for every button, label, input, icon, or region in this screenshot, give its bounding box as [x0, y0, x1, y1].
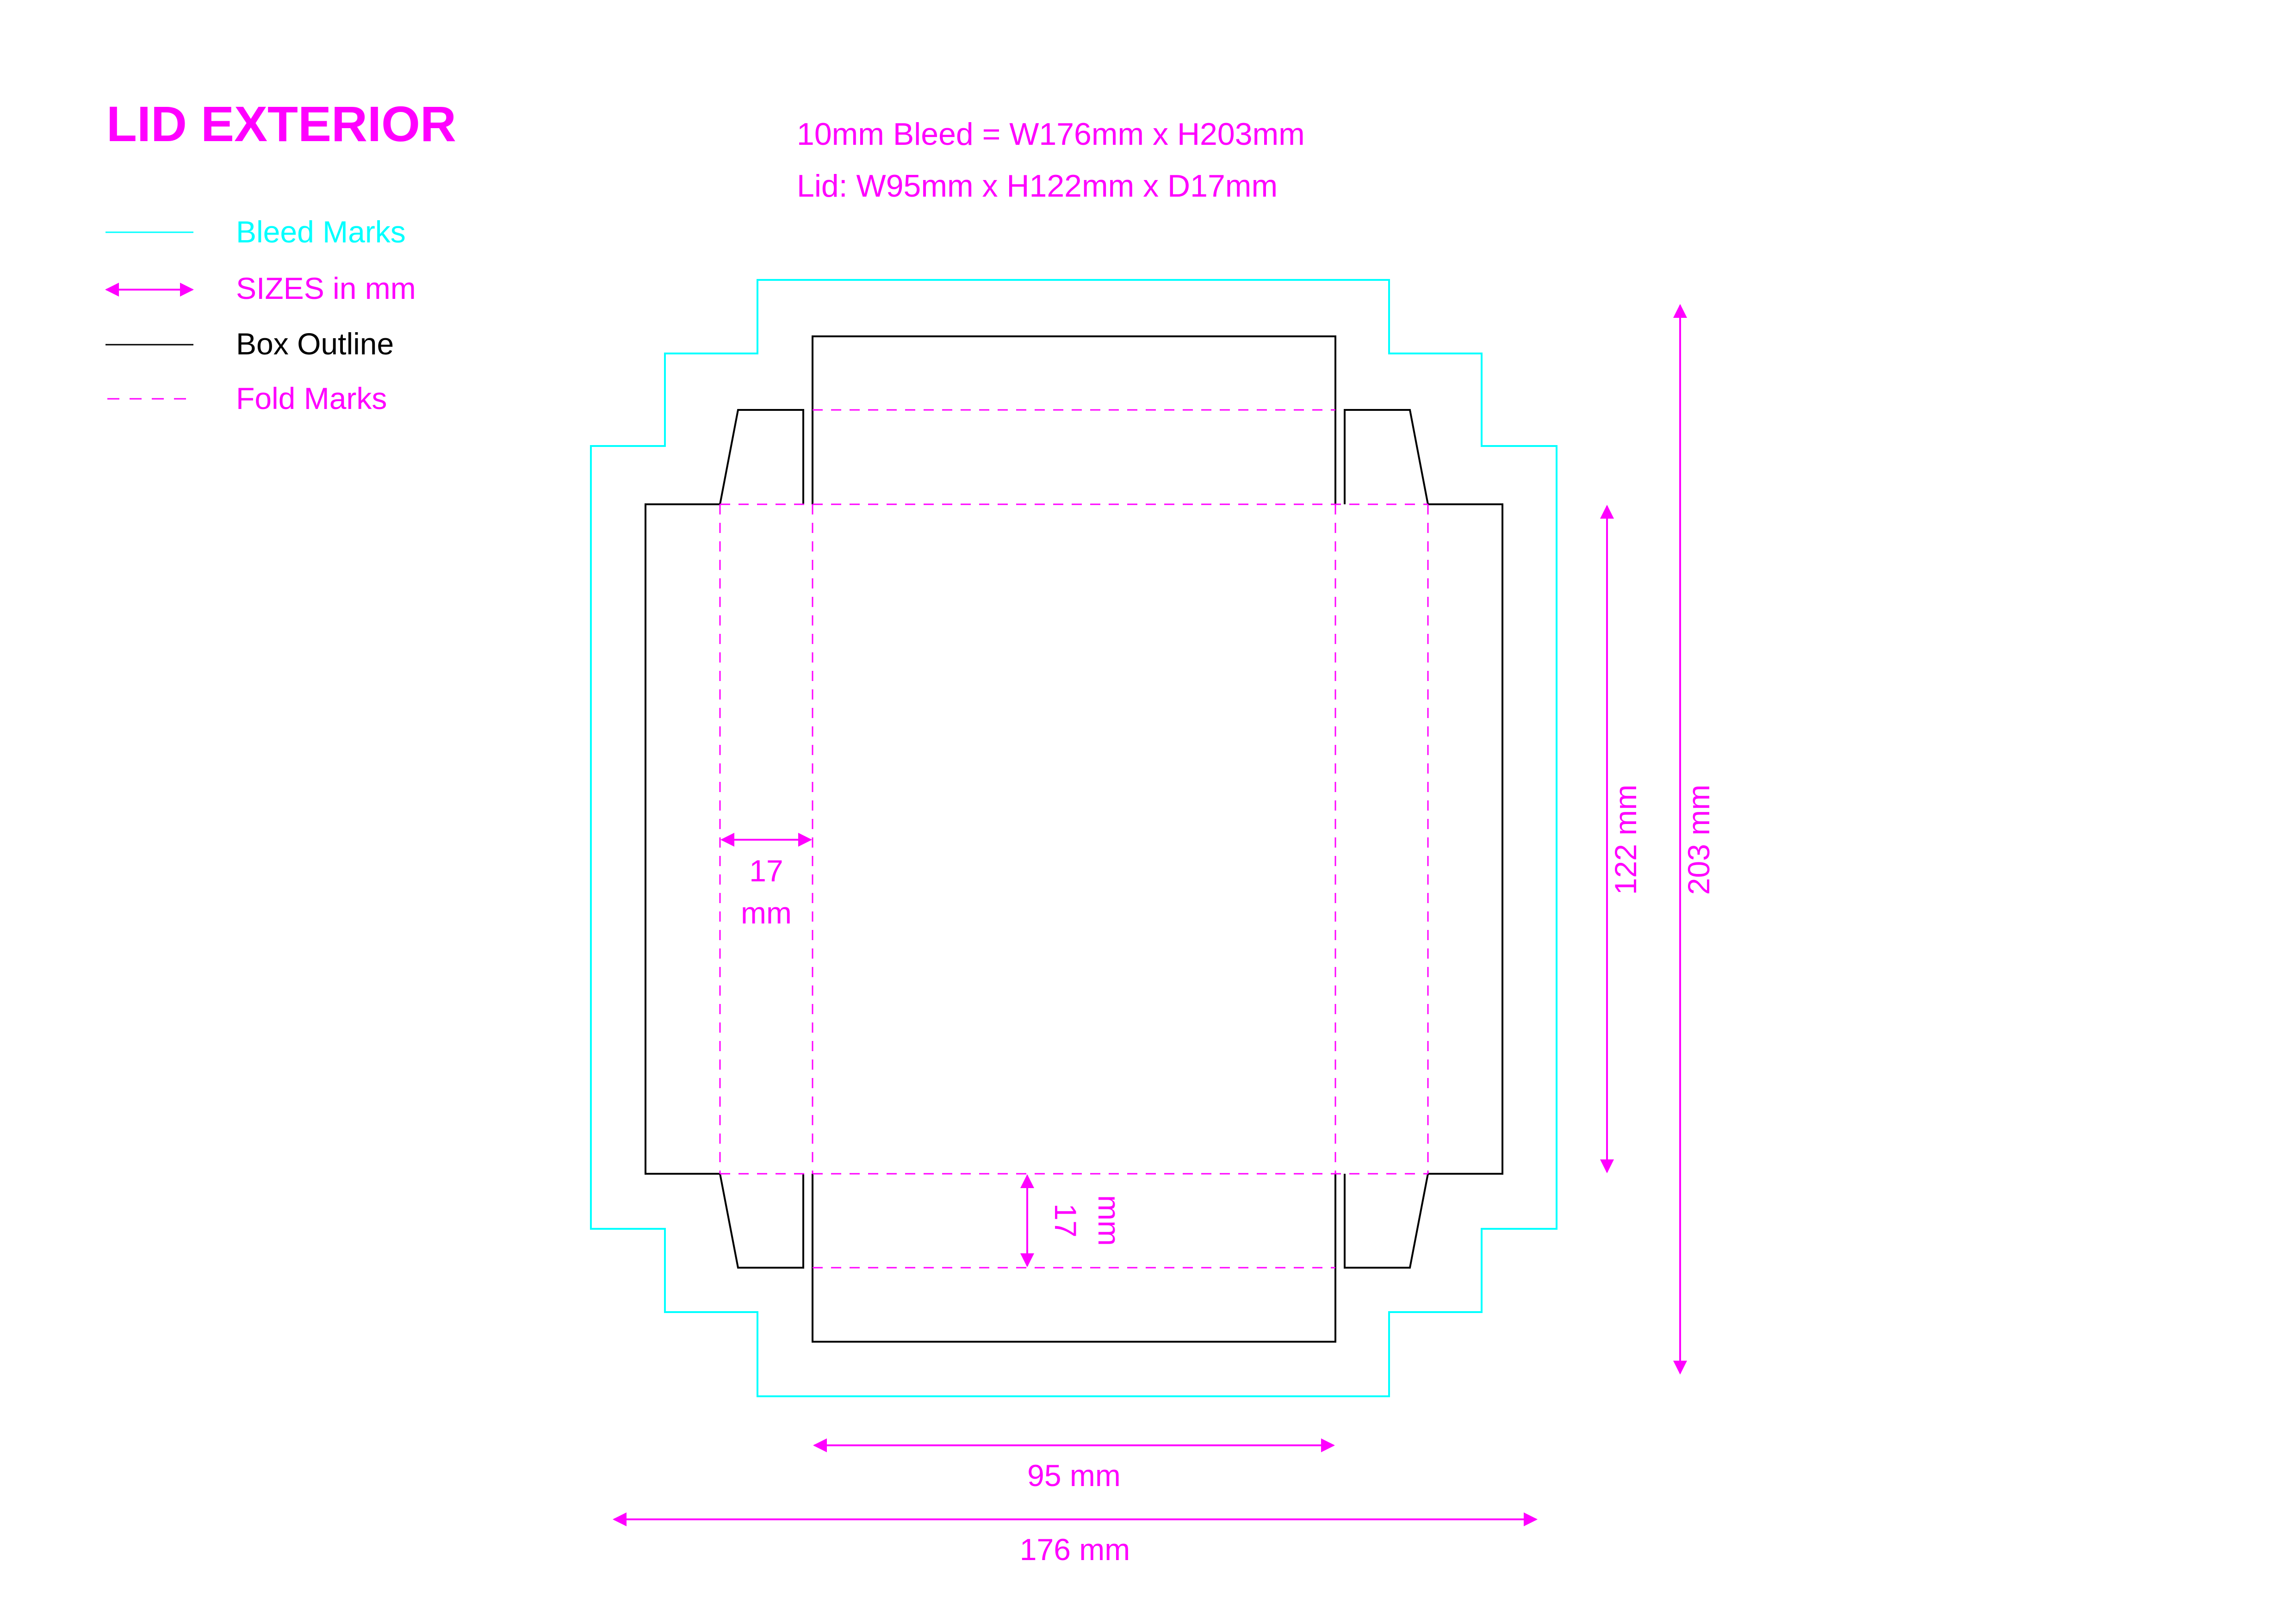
- depth-bottom-unit: mm: [1092, 1195, 1126, 1246]
- top-left-flap-outline: [719, 409, 804, 505]
- legend-item-bleed: Bleed Marks: [105, 215, 406, 249]
- bleed-outline: [590, 279, 1558, 1397]
- bleed-height-label: 203 mm: [1682, 785, 1716, 895]
- top-right-flap-outline: [1344, 409, 1429, 505]
- box-outline: [645, 335, 1503, 1343]
- legend-label-outline: Box Outline: [236, 327, 394, 361]
- bleed-width-label: 176 mm: [1020, 1532, 1130, 1567]
- page-title: LID EXTERIOR: [106, 96, 456, 152]
- legend-label-bleed: Bleed Marks: [236, 215, 406, 249]
- lid-size-note: Lid: W95mm x H122mm x D17mm: [797, 168, 1278, 204]
- top-panel-outline: [812, 335, 1336, 504]
- fold-marks: [719, 409, 1429, 1269]
- depth-bottom-value: 17: [1049, 1203, 1083, 1237]
- legend-label-sizes: SIZES in mm: [236, 271, 416, 305]
- legend-item-fold: Fold Marks: [107, 381, 387, 415]
- lid-width-label: 95 mm: [1027, 1458, 1121, 1493]
- legend-item-outline: Box Outline: [105, 327, 394, 361]
- depth-side-unit: mm: [741, 896, 792, 930]
- right-side-panel-outline: [1428, 503, 1503, 1175]
- bleed-size-note: 10mm Bleed = W176mm x H203mm: [797, 117, 1305, 152]
- dimension-arrows: [613, 304, 1687, 1526]
- legend-label-fold: Fold Marks: [236, 381, 387, 415]
- legend: Bleed Marks SIZES in mm Box Outline Fold…: [105, 215, 416, 415]
- lid-height-label: 122 mm: [1608, 785, 1643, 895]
- bottom-right-flap-outline: [1344, 1173, 1429, 1269]
- bottom-left-flap-outline: [719, 1173, 804, 1269]
- left-side-panel-outline: [645, 503, 720, 1175]
- legend-item-sizes: SIZES in mm: [105, 271, 416, 305]
- bottom-panel-outline: [812, 1174, 1336, 1343]
- depth-side-value: 17: [749, 854, 783, 888]
